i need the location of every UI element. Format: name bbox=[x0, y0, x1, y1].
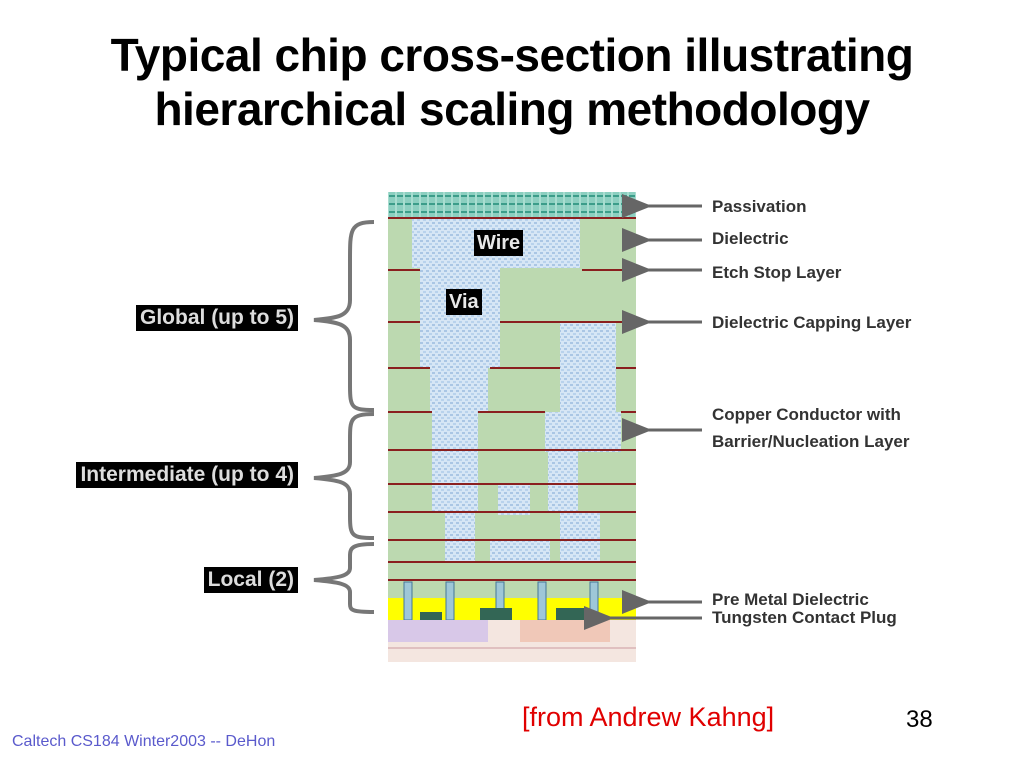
source-citation: [from Andrew Kahng] bbox=[522, 702, 775, 732]
local-copper-mid bbox=[490, 540, 550, 562]
local-brace bbox=[313, 542, 375, 614]
via-tag: Via bbox=[446, 289, 482, 315]
intermediate-via-right bbox=[548, 452, 578, 512]
local-via-left bbox=[445, 512, 475, 562]
global-brace bbox=[313, 220, 375, 412]
label-pre-metal: Pre Metal Dielectric bbox=[712, 590, 869, 609]
label-etch-stop: Etch Stop Layer bbox=[712, 263, 842, 282]
label-copper-2: Barrier/Nucleation Layer bbox=[712, 432, 910, 451]
intermediate-group-label: Intermediate (up to 4) bbox=[76, 462, 298, 488]
copper-block-right bbox=[545, 412, 621, 452]
intermediate-via-left bbox=[432, 412, 478, 512]
transistor-gates bbox=[420, 608, 584, 620]
title-line-1: Typical chip cross-section illustrating bbox=[110, 29, 914, 81]
via-copper-2 bbox=[430, 368, 488, 413]
global-group-label: Global (up to 5) bbox=[136, 305, 298, 331]
chip-cross-section bbox=[388, 192, 636, 662]
global-via-copper bbox=[420, 268, 500, 368]
label-tungsten: Tungsten Contact Plug bbox=[712, 608, 897, 627]
via-copper-right bbox=[560, 322, 616, 414]
page-number: 38 bbox=[906, 706, 933, 733]
layer-arrows bbox=[584, 194, 702, 630]
passivation-layer bbox=[388, 192, 636, 218]
wire-tag: Wire bbox=[474, 230, 524, 256]
intermediate-copper-mid bbox=[498, 485, 530, 515]
label-passivation: Passivation bbox=[712, 197, 807, 216]
local-via-right bbox=[560, 512, 600, 562]
hierarchy-braces bbox=[313, 220, 375, 614]
label-copper-1: Copper Conductor with bbox=[712, 405, 901, 424]
label-capping: Dielectric Capping Layer bbox=[712, 313, 912, 332]
title-line-2: hierarchical scaling methodology bbox=[154, 83, 870, 135]
slide-title: Typical chip cross-section illustrating … bbox=[0, 28, 1024, 136]
etch-stop-lines bbox=[388, 217, 636, 581]
label-dielectric: Dielectric bbox=[712, 229, 789, 248]
intermediate-brace bbox=[313, 412, 375, 540]
slide-footer: Caltech CS184 Winter2003 -- DeHon bbox=[12, 733, 276, 750]
local-group-label: Local (2) bbox=[203, 567, 298, 593]
